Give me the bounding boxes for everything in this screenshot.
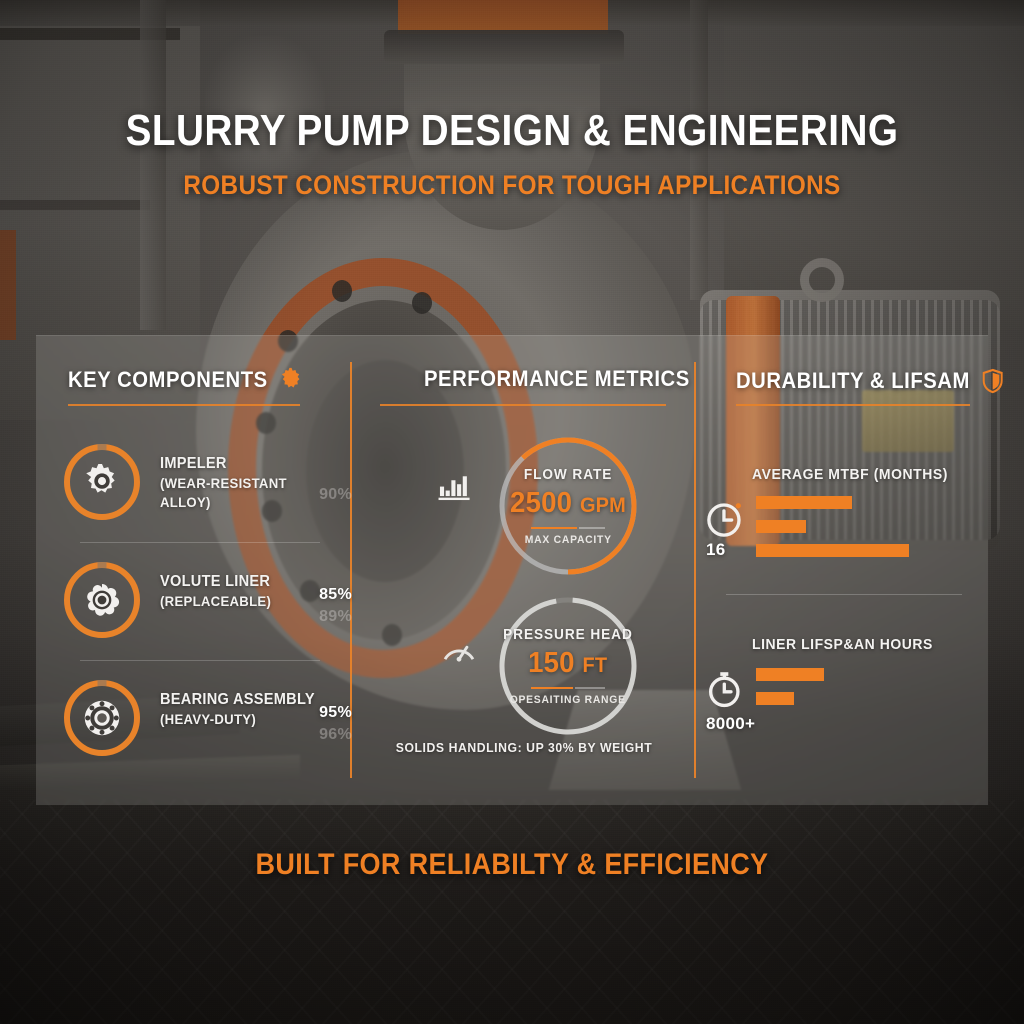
flow-rate-unit: GPM xyxy=(579,493,626,517)
pressure-head-gauge-content: PRESSURE HEAD 150 FT OPESAITING RANGE xyxy=(494,592,642,740)
performance-metrics-column: PERFORMANCE METRICS FLOW RATE 2500 xyxy=(352,336,696,806)
component-progress-ring xyxy=(64,444,140,520)
stat-bar xyxy=(756,520,806,533)
component-percent-primary: 85% xyxy=(319,586,352,603)
stat-bars xyxy=(756,496,909,568)
component-label: IMPELER (WEAR-RESISTANT ALLOY) xyxy=(160,454,339,511)
solids-handling-note: SOLIDS HANDLING: UP 30% BY WEIGHT xyxy=(395,740,653,755)
pressure-head-rule xyxy=(531,686,605,689)
gear-icon xyxy=(86,464,115,493)
flow-rate-gauge-content: FLOW RATE 2500 GPM MAX CAPACITY xyxy=(494,432,642,580)
component-row-impeler[interactable]: IMPELER (WEAR-RESISTANT ALLOY) 90% xyxy=(64,440,352,536)
flow-rate-label: FLOW RATE xyxy=(523,466,613,483)
column-divider-right xyxy=(694,362,696,778)
key-components-heading: KEY COMPONENTS xyxy=(68,366,304,394)
component-percent-secondary: 96% xyxy=(319,726,352,743)
bar-chart-icon xyxy=(436,466,474,504)
durability-heading: DURABILITY & LIFSAM xyxy=(736,366,1005,396)
ball-bearing-icon xyxy=(84,700,120,736)
component-progress-ring xyxy=(64,562,140,638)
durability-underline xyxy=(736,404,970,406)
component-label: BEARING ASSEMBLY (HEAVY-DUTY) xyxy=(160,690,339,729)
stat-separator xyxy=(726,594,962,595)
key-components-heading-label: KEY COMPONENTS xyxy=(68,367,268,392)
pressure-head-number: 150 xyxy=(528,646,575,679)
component-name: BEARING ASSEMBLY xyxy=(160,691,315,708)
pressure-head-gauge: PRESSURE HEAD 150 FT OPESAITING RANGE xyxy=(494,592,642,740)
stat-title: LINER LIFSP&AN HOURS xyxy=(752,636,933,653)
component-name: VOLUTE LINER xyxy=(160,573,271,590)
component-percent-primary: 90% xyxy=(319,486,352,503)
clock-icon xyxy=(704,498,746,545)
performance-metrics-heading: PERFORMANCE METRICS xyxy=(424,366,690,392)
component-progress-ring xyxy=(64,680,140,756)
pressure-head-gauge-arc xyxy=(499,597,637,735)
component-name: IMPELER xyxy=(160,455,227,472)
stat-bars xyxy=(756,668,824,716)
key-components-column: KEY COMPONENTS IMPELER (WE xyxy=(36,336,352,806)
shield-icon xyxy=(981,366,1005,396)
key-components-underline xyxy=(68,404,300,406)
performance-metrics-heading-label: PERFORMANCE METRICS xyxy=(424,366,690,391)
speedometer-icon xyxy=(440,632,478,670)
stat-bar xyxy=(756,668,824,681)
component-qualifier: (REPLACEABLE) xyxy=(160,593,272,610)
info-panel: KEY COMPONENTS IMPELER (WE xyxy=(36,335,1003,806)
flow-rate-number: 2500 xyxy=(510,486,573,519)
flow-rate-gauge-arc xyxy=(499,437,637,575)
stat-value: 8000+ xyxy=(706,714,756,733)
gear-icon xyxy=(279,366,305,394)
flow-rate-value: 2500 GPM xyxy=(510,487,626,520)
durability-heading-label: DURABILITY & LIFSAM xyxy=(736,368,970,393)
component-row-separator xyxy=(80,660,320,661)
component-row-volute-liner[interactable]: VOLUTE LINER (REPLACEABLE) 85% 89% xyxy=(64,558,352,654)
pressure-head-value: 150 FT xyxy=(528,647,607,680)
pressure-head-label: PRESSURE HEAD xyxy=(503,626,633,643)
header-block: SLURRY PUMP DESIGN & ENGINEERING ROBUST … xyxy=(0,106,1024,201)
column-divider-left xyxy=(350,362,352,778)
stat-bar xyxy=(756,692,794,705)
stat-value: 16 xyxy=(706,540,726,559)
component-row-bearing-assembly[interactable]: BEARING ASSEMBLY (HEAVY-DUTY) 95% 96% xyxy=(64,676,352,772)
page-subtitle: ROBUST CONSTRUCTION FOR TOUGH APPLICATIO… xyxy=(183,170,841,200)
component-percent-primary: 95% xyxy=(319,704,352,721)
flow-rate-gauge: FLOW RATE 2500 GPM MAX CAPACITY xyxy=(494,432,642,580)
stopwatch-icon xyxy=(704,668,746,715)
footer-tagline: BUILT FOR RELIABILTY & EFFICIENCY xyxy=(255,848,769,881)
page-title: SLURRY PUMP DESIGN & ENGINEERING xyxy=(125,106,899,155)
stat-title: AVERAGE MTBF (MONTHS) xyxy=(752,466,948,483)
pressure-head-note: OPESAITING RANGE xyxy=(509,693,627,706)
flow-rate-rule xyxy=(531,526,605,529)
component-qualifier: (WEAR-RESISTANT ALLOY) xyxy=(160,475,287,510)
performance-metrics-underline xyxy=(380,404,666,406)
flow-rate-note: MAX CAPACITY xyxy=(524,533,612,546)
component-row-separator xyxy=(80,542,320,543)
component-label: VOLUTE LINER (REPLACEABLE) xyxy=(160,572,339,611)
pressure-head-unit: FT xyxy=(582,653,608,677)
component-percent-secondary: 89% xyxy=(319,608,352,625)
durability-column: DURABILITY & LIFSAM AVERAGE MTBF (MONTHS… xyxy=(696,336,1003,806)
stat-bar xyxy=(756,496,852,509)
stat-bar xyxy=(756,544,909,557)
component-qualifier: (HEAVY-DUTY) xyxy=(160,711,256,728)
impeller-spiral-icon xyxy=(87,584,120,616)
